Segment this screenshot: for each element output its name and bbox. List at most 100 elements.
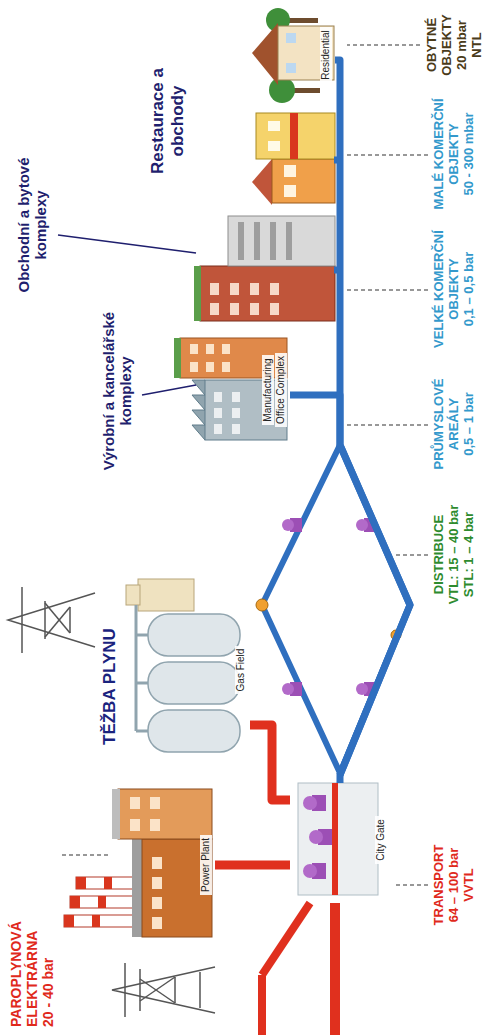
manufacturing-picture <box>214 424 222 434</box>
commercial-building-picture <box>230 283 239 295</box>
power-plant-picture <box>64 915 74 927</box>
power-plant-picture <box>152 917 162 929</box>
label-group: TĚŽBA PLYNU <box>100 570 120 745</box>
power-plant-picture <box>130 797 140 809</box>
commercial-building-picture <box>200 266 335 321</box>
gas-field-picture <box>148 710 240 752</box>
pressure-label: Výrobní a kancelářské komplexy <box>100 302 135 480</box>
label-group: OBYTNÉ OBJEKTY20 mbarNTL <box>425 5 485 85</box>
facility-node: Power Plant <box>95 785 215 945</box>
transmission-tower <box>44 601 46 639</box>
manufacturing-picture <box>214 408 222 418</box>
pressure-label: OBYTNÉ OBJEKTY <box>425 5 455 85</box>
pressure-label: VTL: 15 – 40 bar <box>447 492 462 617</box>
commercial-building-picture <box>230 303 239 315</box>
pressure-label: 64 – 100 bar <box>447 830 462 940</box>
commercial-building-picture <box>286 222 292 260</box>
distribution-ring <box>256 599 268 611</box>
transmission-tower <box>112 967 215 1013</box>
transmission-tower <box>174 977 176 1003</box>
gas-field-picture <box>148 662 240 704</box>
distribution-ring <box>256 445 410 773</box>
power-plant-picture <box>104 877 112 889</box>
manufacturing-picture <box>192 380 205 440</box>
manufacturing-picture <box>214 392 222 402</box>
power-plant-picture <box>152 897 162 909</box>
city-gate-picture <box>258 975 266 1035</box>
facility-name: Manufacturing <box>262 355 274 424</box>
power-plant-picture <box>118 789 212 839</box>
transmission-tower <box>8 593 95 647</box>
commercial-building-picture <box>238 222 244 260</box>
label-group: Restaurace a obchody <box>148 65 187 177</box>
facility-name: City Gate <box>375 816 387 864</box>
facility-node: Gas Field <box>130 575 250 765</box>
dashed-leader <box>395 884 428 885</box>
gas-pipe <box>215 861 290 870</box>
transmission-tower <box>45 607 70 637</box>
city-gate-picture <box>262 903 310 975</box>
pressure-label: VVTL <box>462 830 477 940</box>
facility-name: Office Complex <box>275 353 287 427</box>
commercial-building-picture <box>194 266 201 321</box>
commercial-building-picture <box>270 222 276 260</box>
dashed-leader <box>62 854 108 855</box>
manufacturing-picture <box>222 344 230 354</box>
label-group: MALÉ KOMERČNÍ OBJEKTY50 - 300 mbar <box>432 91 477 217</box>
house-picture <box>252 23 278 85</box>
pressure-label: 20 - 40 bar <box>40 895 56 1027</box>
house-picture <box>288 18 318 23</box>
transmission-tower <box>69 607 71 633</box>
facility-node: City Gate <box>290 775 390 905</box>
pressure-label: DISTRIBUCE <box>432 492 447 617</box>
manufacturing-picture <box>174 338 287 440</box>
transmission-tower <box>124 963 126 1017</box>
transmission-tower <box>140 977 175 1001</box>
shop-building-picture <box>252 159 272 205</box>
gas-pipe <box>290 395 410 775</box>
commercial-building-picture <box>270 283 279 295</box>
dashed-leader <box>347 154 428 155</box>
house-picture <box>252 8 334 103</box>
facility-node: Residential <box>250 10 335 100</box>
dashed-leader <box>395 554 428 555</box>
power-plant-picture <box>112 789 120 839</box>
pressure-label: VELKÉ KOMERČNÍ OBJEKTY <box>432 223 462 355</box>
manufacturing-picture <box>232 424 240 434</box>
manufacturing-picture <box>206 344 214 354</box>
transmission-tower <box>112 963 215 1017</box>
power-plant-picture <box>152 857 162 869</box>
pressure-label: PAROPLYNOVÁ ELEKTRÁRNA <box>8 895 40 1027</box>
label-group: PAROPLYNOVÁ ELEKTRÁRNA20 - 40 bar <box>8 895 56 1027</box>
label-group: DISTRIBUCEVTL: 15 – 40 barSTL: 1 – 4 bar <box>432 492 477 617</box>
gas-pipe <box>250 725 290 800</box>
gas-field-picture <box>135 605 138 731</box>
manufacturing-picture <box>190 362 198 372</box>
house-picture <box>286 33 296 43</box>
manufacturing-picture <box>190 344 198 354</box>
power-plant-picture <box>132 839 142 937</box>
commercial-building-picture <box>194 216 341 321</box>
gas-field-picture <box>136 682 148 685</box>
dashed-leader <box>62 45 428 885</box>
pressure-label: TĚŽBA PLYNU <box>100 570 120 745</box>
pressure-label: 0,1 – 0,5 bar <box>462 223 477 355</box>
facility-name: Power Plant <box>200 835 212 895</box>
shop-building-picture <box>284 165 296 177</box>
manufacturing-picture <box>232 408 240 418</box>
transmission-tower <box>21 587 23 653</box>
label-group: Obchodní a bytové komplexy <box>15 150 50 300</box>
dashed-leader <box>347 44 420 45</box>
commercial-building-picture <box>228 216 335 266</box>
manufacturing-picture <box>232 392 240 402</box>
distribution-ring <box>282 519 294 531</box>
pressure-label: MALÉ KOMERČNÍ OBJEKTY <box>432 91 462 217</box>
distribution-ring <box>356 683 368 695</box>
pressure-label: STL: 1 – 4 bar <box>462 492 477 617</box>
transmission-tower <box>139 969 141 1011</box>
city-gate-picture <box>309 830 323 844</box>
leader-line <box>58 235 196 253</box>
power-plant-picture <box>150 797 160 809</box>
